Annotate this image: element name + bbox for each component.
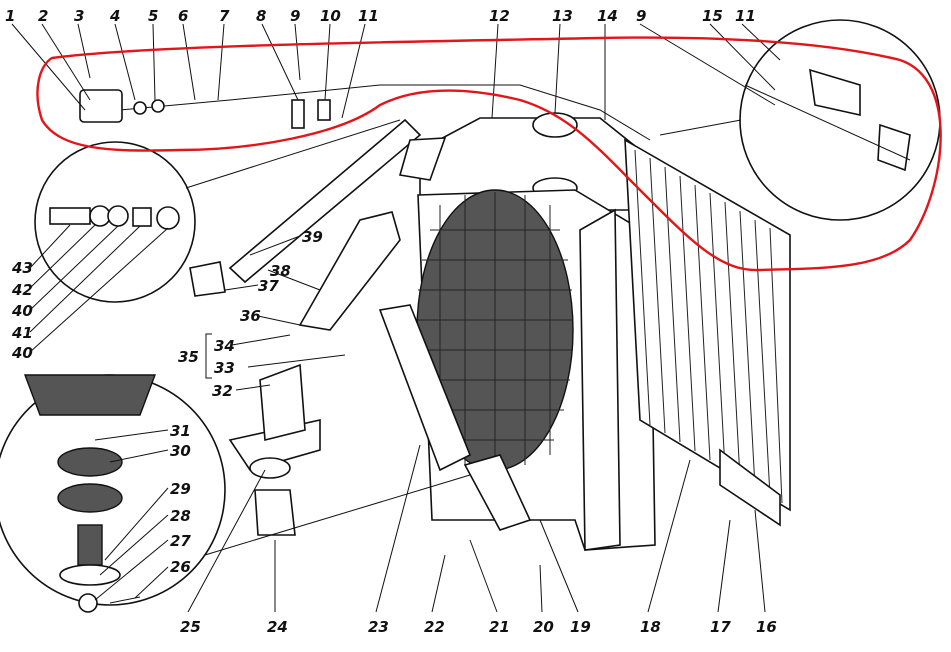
- label-32: 32: [212, 382, 233, 400]
- upper-hose: [298, 211, 401, 331]
- stay-rod: [228, 118, 422, 284]
- label-19: 19: [570, 618, 591, 636]
- mount-washer: [59, 564, 121, 586]
- label-34: 34: [214, 337, 235, 355]
- detail-circle-mount-pad: [0, 374, 226, 613]
- leader-clip: [659, 119, 742, 136]
- label-29: 29: [170, 480, 191, 498]
- label-39: 39: [302, 228, 323, 246]
- core-outline: [624, 138, 791, 512]
- rubber-pad-bottom: [57, 483, 123, 513]
- kit-washer-2: [107, 205, 129, 227]
- kit-washer-3: [156, 206, 180, 230]
- label-6: 6: [178, 7, 188, 25]
- leader-mount-pad: [204, 474, 471, 556]
- label-24: 24: [267, 618, 288, 636]
- label-36: 36: [240, 307, 261, 325]
- label-33: 33: [214, 359, 235, 377]
- detail-circle-clip: [739, 19, 941, 221]
- radiator-assembly: [416, 112, 656, 551]
- red-highlight-outline: [36, 36, 942, 272]
- kit-nut: [132, 207, 152, 227]
- rubber-pad-top: [57, 447, 123, 477]
- cable-clip: [291, 99, 305, 129]
- core-bracket: [719, 448, 781, 527]
- mount-base: [23, 374, 157, 416]
- label-4: 4: [109, 7, 120, 25]
- kit-washer-1: [89, 205, 111, 227]
- label-23: 23: [368, 618, 389, 636]
- label-30: 30: [170, 442, 191, 460]
- drain-cable: [119, 84, 651, 141]
- label-14: 14: [597, 7, 618, 25]
- radiator-side-frame: [579, 208, 621, 551]
- label-37: 37: [258, 277, 279, 295]
- detail-circle-bolt-kit: [34, 141, 196, 303]
- drain-handle: [79, 89, 123, 123]
- label-35: 35: [178, 348, 199, 366]
- lower-pipe: [378, 304, 472, 472]
- clip-bracket: [809, 68, 861, 116]
- radiator-core: [624, 138, 791, 527]
- label-25: 25: [180, 618, 201, 636]
- label-5: 5: [148, 7, 158, 25]
- label-40: 40: [11, 302, 33, 320]
- lower-hose: [463, 454, 532, 531]
- label-10: 10: [320, 7, 341, 25]
- label-22: 22: [424, 618, 445, 636]
- label-9b: 9: [636, 7, 646, 25]
- label-38: 38: [270, 262, 291, 280]
- label-43: 43: [11, 259, 33, 277]
- kit-bolt: [49, 207, 91, 225]
- label-27: 27: [170, 532, 191, 550]
- label-12: 12: [489, 7, 510, 25]
- label-11b: 11: [735, 7, 756, 25]
- label-leaders: [11, 23, 781, 613]
- clip-cable: [744, 84, 911, 161]
- label-17: 17: [710, 618, 731, 636]
- cable-bracket: [317, 99, 331, 121]
- gasket: [249, 457, 291, 479]
- clip-tab: [877, 123, 911, 172]
- label-42: 42: [11, 281, 33, 299]
- thermostat: [254, 489, 296, 536]
- label-41: 41: [11, 324, 33, 342]
- drain-cable-assembly: [79, 84, 651, 141]
- label-40b: 40: [11, 344, 33, 362]
- upper-outlet-pipe: [398, 137, 447, 181]
- label-21: 21: [489, 618, 510, 636]
- label-28: 28: [170, 507, 191, 525]
- label-16: 16: [756, 618, 777, 636]
- cable-nut: [133, 101, 147, 115]
- label-1: 1: [5, 7, 15, 25]
- bracket-35: [205, 333, 212, 379]
- label-3: 3: [74, 7, 84, 25]
- bracket-37: [189, 261, 226, 297]
- hoses: [228, 118, 532, 531]
- cable-washer: [151, 99, 165, 113]
- label-26: 26: [170, 558, 191, 576]
- bushing: [77, 524, 103, 566]
- label-18: 18: [640, 618, 661, 636]
- thermostat-housing: [228, 363, 321, 536]
- label-31: 31: [170, 422, 191, 440]
- part-labels: 1 2 3 4 5 6 7 8 9 10 11 12 13 14 9 15 11…: [5, 7, 777, 636]
- label-2: 2: [38, 7, 48, 25]
- label-7: 7: [219, 7, 230, 25]
- leader-bolt-kit: [185, 119, 401, 189]
- mount-nut: [78, 593, 98, 613]
- housing-elbow: [259, 363, 306, 442]
- label-9: 9: [290, 7, 300, 25]
- label-13: 13: [552, 7, 573, 25]
- label-8: 8: [256, 7, 266, 25]
- label-15: 15: [702, 7, 723, 25]
- label-20: 20: [533, 618, 554, 636]
- label-11: 11: [358, 7, 379, 25]
